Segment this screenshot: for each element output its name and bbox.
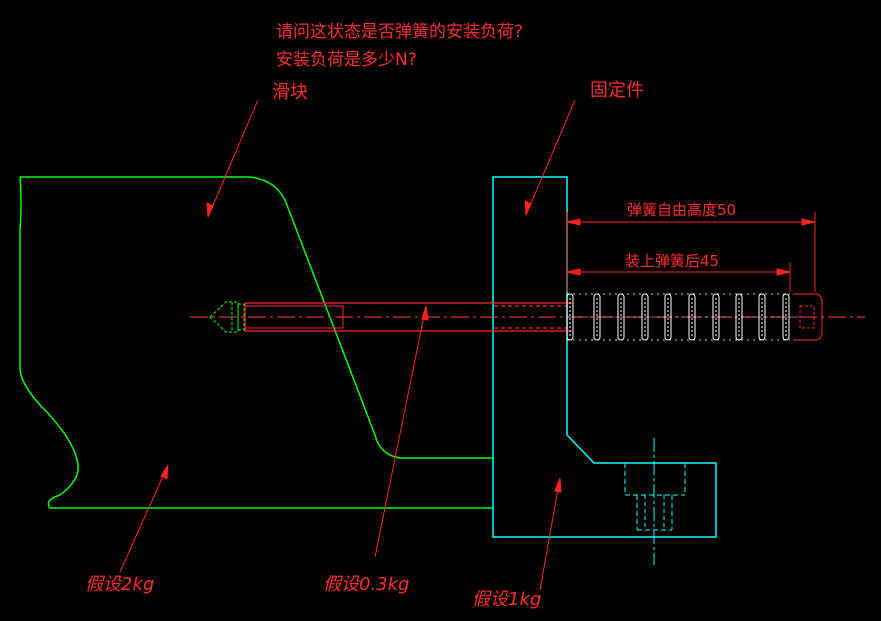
spring-end-cap <box>793 293 823 341</box>
dimension-free-height <box>566 212 816 292</box>
rod-tip <box>209 301 245 333</box>
spring <box>566 293 800 341</box>
fixture-label: 固定件 <box>590 80 644 101</box>
slider-mass-label: 假设2kg <box>85 574 155 595</box>
rod-mass-label: 假设0.3kg <box>323 574 410 595</box>
installed-height-label: 装上弹簧后45 <box>625 252 720 270</box>
dimension-installed-height <box>566 262 791 292</box>
question-line-2: 安装负荷是多少N? <box>276 50 417 70</box>
fixture-mass-label: 假设1kg <box>472 589 542 610</box>
rod <box>244 302 572 332</box>
free-height-label: 弹簧自由高度50 <box>627 201 737 219</box>
slider-label: 滑块 <box>272 82 308 103</box>
question-line-1: 请问这状态是否弹簧的安装负荷? <box>276 22 524 42</box>
leader-arrows <box>119 99 576 591</box>
